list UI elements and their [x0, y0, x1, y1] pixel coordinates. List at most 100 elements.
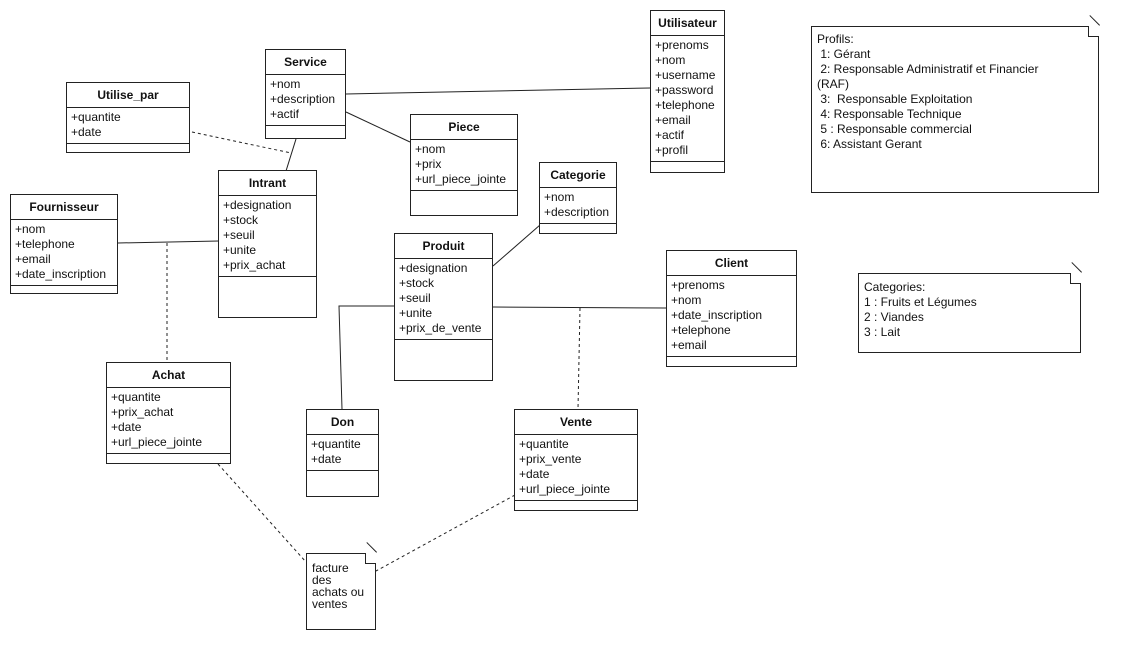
class-operations — [540, 224, 616, 232]
class-operations — [651, 162, 724, 170]
class-operations — [395, 340, 492, 348]
class-utilise-par[interactable]: Utilise_par +quantite +date — [66, 82, 190, 153]
attribute: +nom — [415, 142, 446, 156]
note-fold-icon — [1088, 26, 1099, 37]
class-operations — [11, 286, 117, 294]
note-line: 2 : Viandes — [864, 310, 924, 324]
link-produit-categorie — [492, 224, 541, 267]
note-categories[interactable]: Categories: 1 : Fruits et Légumes 2 : Vi… — [858, 273, 1081, 353]
class-operations — [219, 277, 316, 285]
link-achat-facture — [217, 463, 307, 563]
attribute: +email — [15, 252, 51, 266]
attribute: +date — [311, 452, 342, 466]
attribute: +date_inscription — [15, 267, 107, 281]
class-categorie[interactable]: Categorie +nom +description — [539, 162, 617, 234]
link-vente-association — [577, 307, 581, 410]
class-title: Achat — [107, 363, 230, 388]
attribute: +date_inscription — [671, 308, 763, 322]
note-profils[interactable]: Profils: 1: Gérant 2: Responsable Admini… — [811, 26, 1099, 193]
note-line: 3 : Lait — [864, 325, 901, 339]
note-line: 5 : Responsable commercial — [817, 122, 972, 136]
class-vente[interactable]: Vente +quantite +prix_vente +date +url_p… — [514, 409, 638, 511]
attribute: +password — [655, 83, 714, 97]
class-attributes: +quantite +prix_achat +date +url_piece_j… — [107, 388, 230, 454]
attribute: +description — [544, 205, 610, 219]
class-title: Service — [266, 50, 345, 75]
attribute: +designation — [399, 261, 468, 275]
class-fournisseur[interactable]: Fournisseur +nom +telephone +email +date… — [10, 194, 118, 294]
class-client[interactable]: Client +prenoms +nom +date_inscription +… — [666, 250, 797, 367]
attribute: +stock — [399, 276, 435, 290]
note-fold-icon — [365, 553, 376, 564]
note-line: 1: Gérant — [817, 47, 871, 61]
note-line: (RAF) — [817, 77, 849, 91]
class-attributes: +prenoms +nom +username +password +telep… — [651, 36, 724, 162]
attribute: +prix_de_vente — [399, 321, 482, 335]
class-title: Utilisateur — [651, 11, 724, 36]
link-service-intrant — [285, 138, 297, 172]
class-attributes: +nom +telephone +email +date_inscription — [11, 220, 117, 286]
attribute: +profil — [655, 143, 689, 157]
note-line: 1 : Fruits et Légumes — [864, 295, 977, 309]
attribute: +description — [270, 92, 336, 106]
class-title: Intrant — [219, 171, 316, 196]
attribute: +nom — [544, 190, 575, 204]
class-attributes: +quantite +date — [67, 108, 189, 144]
class-title: Client — [667, 251, 796, 276]
note-line: 3: Responsable Exploitation — [817, 92, 973, 106]
attribute: +url_piece_jointe — [519, 482, 611, 496]
class-title: Utilise_par — [67, 83, 189, 108]
attribute: +date — [519, 467, 550, 481]
class-attributes: +quantite +date — [307, 435, 378, 471]
class-produit[interactable]: Produit +designation +stock +seuil +unit… — [394, 233, 493, 381]
class-title: Vente — [515, 410, 637, 435]
attribute: +telephone — [671, 323, 731, 337]
class-operations — [107, 454, 230, 462]
attribute: +prenoms — [671, 278, 725, 292]
attribute: +nom — [15, 222, 46, 236]
attribute: +email — [655, 113, 691, 127]
class-intrant[interactable]: Intrant +designation +stock +seuil +unit… — [218, 170, 317, 318]
class-operations — [307, 471, 378, 479]
note-facture[interactable]: facture des achats ou ventes — [306, 553, 376, 630]
note-line: Categories: — [864, 280, 926, 294]
attribute: +designation — [223, 198, 292, 212]
attribute: +actif — [655, 128, 685, 142]
note-line: 2: Responsable Administratif et Financie… — [817, 62, 1039, 76]
attribute: +date — [71, 125, 102, 139]
class-attributes: +nom +prix +url_piece_jointe — [411, 140, 517, 191]
class-title: Produit — [395, 234, 492, 259]
attribute: +quantite — [311, 437, 361, 451]
class-title: Don — [307, 410, 378, 435]
class-title: Piece — [411, 115, 517, 140]
link-service-piece — [345, 111, 411, 143]
class-don[interactable]: Don +quantite +date — [306, 409, 379, 497]
note-line: Profils: — [817, 32, 854, 46]
class-operations — [67, 144, 189, 152]
attribute: +date — [111, 420, 142, 434]
attribute: +telephone — [655, 98, 715, 112]
class-achat[interactable]: Achat +quantite +prix_achat +date +url_p… — [106, 362, 231, 464]
attribute: +stock — [223, 213, 259, 227]
attribute: +prix_vente — [519, 452, 582, 466]
link-vente-facture — [375, 494, 516, 572]
class-attributes: +nom +description +actif — [266, 75, 345, 126]
class-title: Fournisseur — [11, 195, 117, 220]
note-line: ventes — [312, 597, 348, 611]
note-line: 6: Assistant Gerant — [817, 137, 922, 151]
attribute: +url_piece_jointe — [415, 172, 507, 186]
class-piece[interactable]: Piece +nom +prix +url_piece_jointe — [410, 114, 518, 216]
attribute: +unite — [223, 243, 257, 257]
attribute: +prix — [415, 157, 442, 171]
attribute: +nom — [655, 53, 686, 67]
class-service[interactable]: Service +nom +description +actif — [265, 49, 346, 139]
attribute: +prix_achat — [223, 258, 286, 272]
attribute: +username — [655, 68, 716, 82]
attribute: +actif — [270, 107, 300, 121]
link-utilisepar-association — [191, 131, 292, 154]
class-attributes: +prenoms +nom +date_inscription +telepho… — [667, 276, 796, 357]
class-utilisateur[interactable]: Utilisateur +prenoms +nom +username +pas… — [650, 10, 725, 173]
link-produit-don — [338, 305, 394, 410]
attribute: +url_piece_jointe — [111, 435, 203, 449]
